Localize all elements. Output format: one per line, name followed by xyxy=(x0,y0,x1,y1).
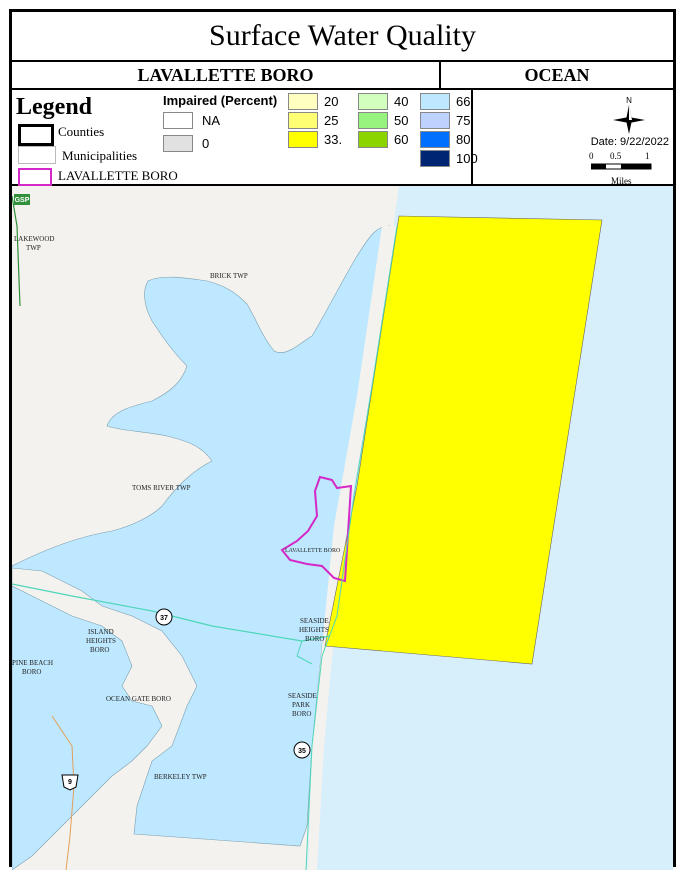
svg-text:35: 35 xyxy=(298,748,306,755)
label-island-heights-2: HEIGHTS xyxy=(86,637,116,645)
scale-tick-1: 1 xyxy=(645,151,650,161)
scale-unit: Miles xyxy=(611,176,632,186)
north-label: N xyxy=(626,96,632,105)
impaired-class-label: 40 xyxy=(394,94,409,109)
scale-tick-0: 0 xyxy=(589,151,594,161)
svg-text:9: 9 xyxy=(68,779,72,786)
label-seaside-park-3: BORO xyxy=(292,710,311,718)
map-frame: Surface Water Quality LAVALLETTE BORO OC… xyxy=(9,9,676,870)
barnegat-bay-region[interactable] xyxy=(12,225,398,870)
route-37 xyxy=(12,583,331,642)
counties-label: Counties xyxy=(58,124,105,139)
label-seaside-park-1: SEASIDE xyxy=(288,692,317,700)
label-lavallette: LAVALLETTE BORO xyxy=(285,548,341,554)
impaired-class-swatch xyxy=(358,112,388,129)
lavallette-boundary[interactable] xyxy=(280,475,353,583)
label-lakewood-line1: LAKEWOOD xyxy=(14,235,54,243)
label-seaside-park-2: PARK xyxy=(292,701,310,709)
impaired-class-label: 33. xyxy=(324,132,343,147)
map-canvas: GSP 37 35 9 LAKEWOOD TWP BRICK TWP TOMS … xyxy=(12,186,673,870)
label-seaside-heights-2: HEIGHTS xyxy=(299,626,329,634)
barrier-island xyxy=(308,226,399,870)
route-35 xyxy=(305,225,398,870)
scale-bar xyxy=(591,163,652,170)
map-date: Date: 9/22/2022 xyxy=(590,136,669,148)
municipality-name: LAVALLETTE BORO xyxy=(12,62,441,88)
garden-state-parkway xyxy=(12,195,21,307)
svg-text:37: 37 xyxy=(160,615,168,622)
us-9-shield-icon: 9 xyxy=(61,774,79,791)
impaired-class-swatch xyxy=(288,112,318,129)
label-ocean-gate: OCEAN GATE BORO xyxy=(106,695,171,703)
label-brick: BRICK TWP xyxy=(210,272,248,280)
label-berkeley: BERKELEY TWP xyxy=(154,773,207,781)
county-name: OCEAN xyxy=(524,65,590,85)
impaired-class-label: 50 xyxy=(394,113,409,128)
impaired-class-swatch xyxy=(420,131,450,148)
svg-text:GSP: GSP xyxy=(15,197,30,204)
county-boundary-swatch xyxy=(18,124,54,146)
label-pine-beach-1: PINE BEACH xyxy=(12,659,53,667)
label-toms-river: TOMS RIVER TWP xyxy=(132,484,191,492)
impaired-class-label: 25 xyxy=(324,113,339,128)
highlight-label: LAVALLETTE BORO xyxy=(58,168,178,183)
impaired-class-label: 80 xyxy=(456,132,471,147)
impaired-class-swatch xyxy=(288,93,318,110)
scale-tick-half: 0.5 xyxy=(610,151,622,161)
legend: Legend Counties Municipalities LAVALLETT… xyxy=(12,90,478,186)
ocean-impaired-region[interactable] xyxy=(324,215,603,665)
municipalities-label: Municipalities xyxy=(62,148,138,163)
impaired-class-label: 100 xyxy=(456,151,478,166)
label-island-heights-1: ISLAND xyxy=(88,628,114,636)
route-37-shield-icon: 37 xyxy=(155,608,173,626)
highlight-boundary-swatch xyxy=(18,168,52,186)
impaired-class-label: 60 xyxy=(394,132,409,147)
na-label: NA xyxy=(202,113,221,128)
impaired-class-label: 20 xyxy=(324,94,339,109)
impaired-class-swatch xyxy=(420,112,450,129)
impaired-class-swatch xyxy=(288,131,318,148)
na-swatch xyxy=(163,112,193,129)
label-seaside-heights-1: SEASIDE xyxy=(300,617,329,625)
impaired-class-label: 75 xyxy=(456,113,471,128)
impaired-class-label: 66. xyxy=(456,94,475,109)
route-35-loop xyxy=(296,640,313,665)
page-title: Surface Water Quality xyxy=(12,12,673,62)
impaired-class-swatch xyxy=(420,93,450,110)
label-lakewood-line2: TWP xyxy=(26,244,41,252)
impaired-title: Impaired (Percent) xyxy=(163,93,278,108)
impaired-class-swatch xyxy=(358,93,388,110)
zero-label: 0 xyxy=(202,136,210,151)
legend-heading: Legend xyxy=(16,94,93,120)
label-island-heights-3: BORO xyxy=(90,646,109,654)
map-info: N Date: 9/22/2022 0 0.5 1 Miles xyxy=(473,90,673,186)
label-pine-beach-2: BORO xyxy=(22,668,41,676)
gsp-shield-icon: GSP xyxy=(14,194,30,205)
route-35-shield-icon: 35 xyxy=(293,741,311,759)
label-seaside-heights-3: BORO xyxy=(305,635,324,643)
location-row: LAVALLETTE BORO OCEAN xyxy=(12,62,673,90)
zero-swatch xyxy=(163,135,193,152)
municipality-boundary-swatch xyxy=(18,146,56,164)
north-arrow-icon: N xyxy=(613,96,645,134)
map-view[interactable]: GSP 37 35 9 LAKEWOOD TWP BRICK TWP TOMS … xyxy=(12,186,673,870)
impaired-class-swatch xyxy=(420,150,450,167)
impaired-class-swatch xyxy=(358,131,388,148)
